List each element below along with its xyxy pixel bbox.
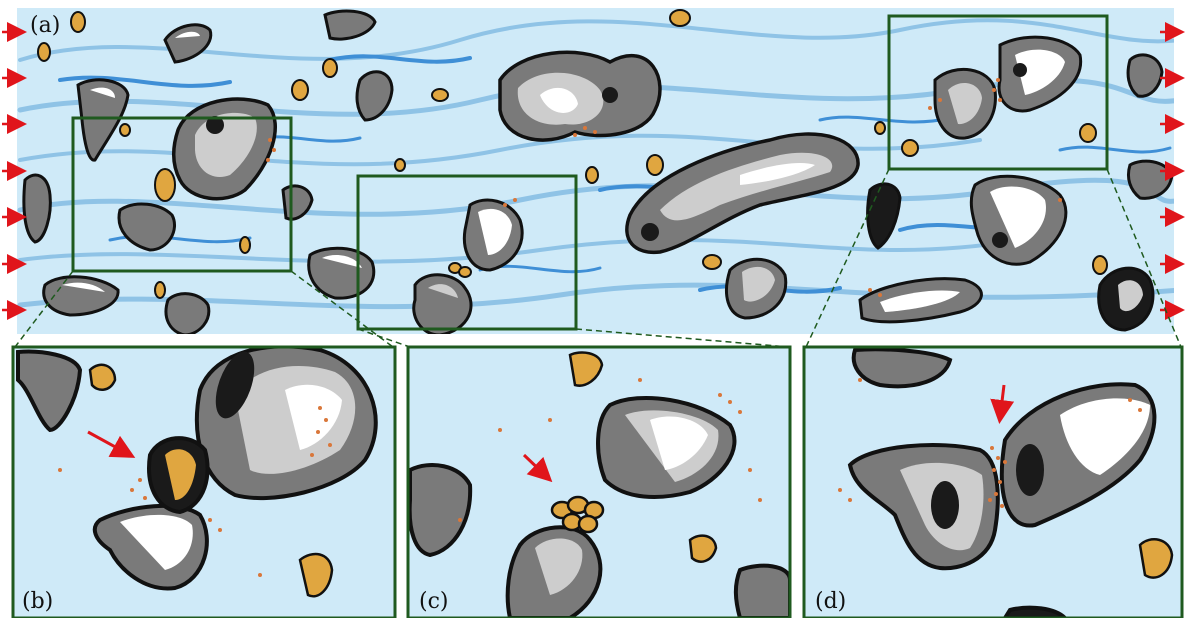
panel-d bbox=[804, 347, 1182, 618]
particle bbox=[1099, 268, 1153, 330]
panel-d-label: (d) bbox=[815, 589, 846, 614]
particle bbox=[414, 275, 471, 335]
panel-b-label: (b) bbox=[22, 589, 53, 614]
particle bbox=[500, 52, 660, 140]
panel-c-label: (c) bbox=[419, 589, 449, 614]
panel-c bbox=[408, 347, 790, 618]
particle bbox=[166, 294, 209, 335]
panel-a bbox=[17, 8, 1180, 335]
panel-a-label: (a) bbox=[30, 13, 60, 38]
particle bbox=[935, 69, 995, 138]
panel-b bbox=[13, 346, 395, 618]
